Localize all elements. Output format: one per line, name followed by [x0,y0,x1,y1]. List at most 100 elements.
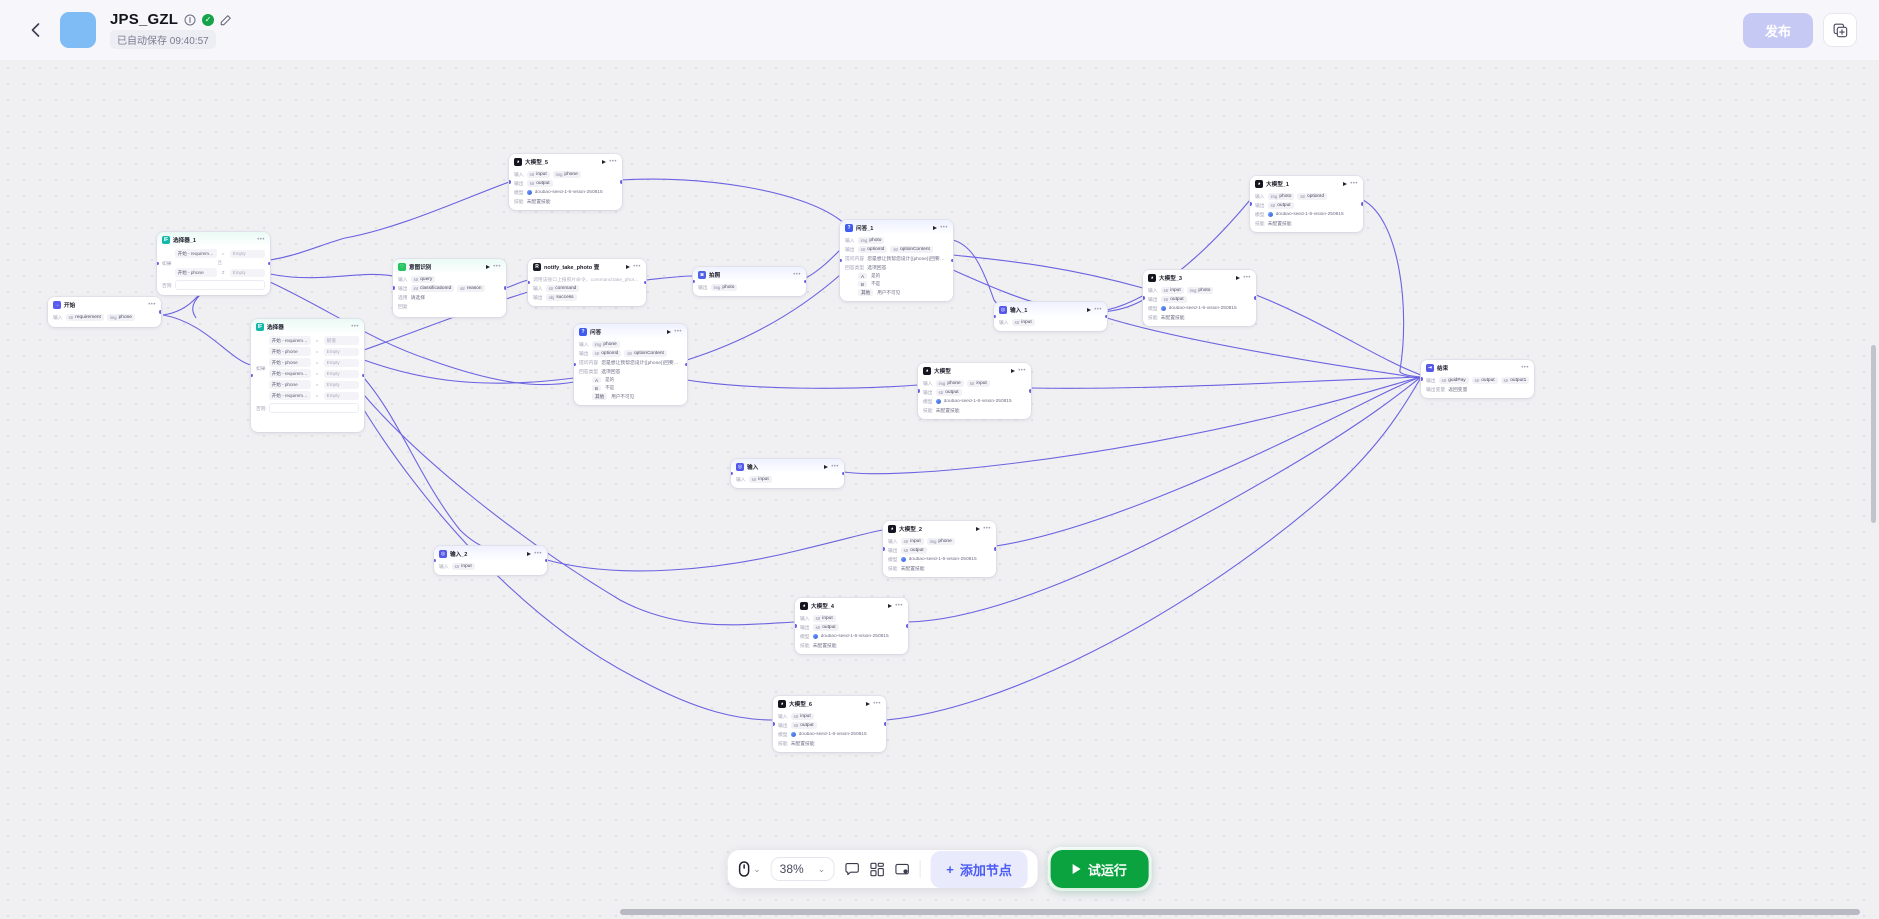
condition-row[interactable]: 开始 - phone=Empty [268,358,359,367]
input-port[interactable] [1143,296,1145,300]
condition-value[interactable]: Empty [229,268,265,277]
node-menu-icon[interactable]: ••• [351,324,359,330]
condition-value[interactable]: Empty [323,347,359,356]
condition-value[interactable]: Empty [323,358,359,367]
input-port[interactable] [693,279,695,284]
zoom-select[interactable]: 38% ⌄ [770,857,835,881]
condition-value[interactable]: 赋值 [323,336,359,345]
node-menu-icon[interactable]: ••• [831,464,839,470]
node-menu-icon[interactable]: ••• [1018,368,1026,374]
input-port[interactable] [1250,202,1252,206]
condition-field[interactable]: 开始 - requirem… [174,249,217,258]
comment-button[interactable] [844,862,859,877]
input-port[interactable] [434,558,436,563]
condition-field[interactable]: 开始 - phone [268,380,311,389]
condition-field[interactable]: 开始 - requirem… [268,391,311,400]
node-run-icon[interactable] [626,265,631,269]
input-port[interactable] [795,624,797,628]
input-port[interactable] [251,373,253,378]
output-port[interactable] [685,362,687,367]
condition-row[interactable]: 开始 - phone=Empty [268,380,359,389]
node-menu-icon[interactable]: ••• [793,272,801,278]
output-port[interactable] [1029,389,1031,393]
condition-value[interactable]: Empty [323,369,359,378]
node-menu-icon[interactable]: ••• [609,159,617,165]
condition-operator[interactable]: = [315,360,319,365]
add-node-button[interactable]: + 添加节点 [930,850,1028,888]
condition-operator[interactable]: = [315,338,319,343]
output-port[interactable] [620,180,622,184]
condition-row[interactable]: 开始 - requirem…=赋值 [268,336,359,345]
output-port[interactable] [545,558,547,563]
output-port[interactable] [884,722,886,726]
node-run-icon[interactable] [933,226,938,230]
node-run-icon[interactable] [1011,369,1016,373]
condition-row[interactable]: 开始 - phone=Empty [268,347,359,356]
condition-value[interactable]: Empty [229,249,265,258]
input-port[interactable] [574,362,576,367]
node-menu-icon[interactable]: ••• [148,302,156,308]
vertical-scrollbar[interactable] [1871,345,1876,523]
node-run-icon[interactable] [667,330,672,334]
node-menu-icon[interactable]: ••• [940,225,948,231]
input-port[interactable] [509,180,511,184]
else-slot[interactable] [174,280,265,290]
horizontal-scrollbar[interactable] [620,909,1860,915]
info-icon[interactable] [184,14,196,26]
test-run-button[interactable]: 试运行 [1050,850,1149,888]
output-port[interactable] [159,310,161,314]
condition-field[interactable]: 开始 - requirem… [268,369,311,378]
node-run-icon[interactable] [866,702,871,706]
node-menu-icon[interactable]: ••• [873,701,881,707]
condition-field[interactable]: 开始 - phone [174,268,217,277]
else-slot[interactable] [268,403,359,413]
condition-row[interactable]: 开始 - requirem…=Empty [174,249,265,258]
node-menu-icon[interactable]: ••• [257,237,265,243]
node-menu-icon[interactable]: ••• [1243,275,1251,281]
node-menu-icon[interactable]: ••• [983,526,991,532]
layout-button[interactable] [869,862,884,877]
condition-row[interactable]: 开始 - requirem…=Empty [268,369,359,378]
input-port[interactable] [883,547,885,551]
output-port[interactable] [504,286,506,290]
condition-operator[interactable]: = [315,393,319,398]
node-menu-icon[interactable]: ••• [1350,181,1358,187]
node-run-icon[interactable] [1087,308,1092,312]
input-port[interactable] [393,286,395,290]
duplicate-button[interactable] [1823,13,1857,47]
publish-button[interactable]: 发布 [1742,12,1813,48]
node-run-icon[interactable] [1236,276,1241,280]
edit-pencil-icon[interactable] [220,14,232,26]
node-menu-icon[interactable]: ••• [674,329,682,335]
condition-operator[interactable]: = [315,349,319,354]
node-run-icon[interactable] [486,265,491,269]
node-menu-icon[interactable]: ••• [1094,307,1102,313]
input-port[interactable] [528,280,530,285]
condition-operator[interactable]: = [315,382,319,387]
output-port[interactable] [994,547,996,551]
note-button[interactable] [894,862,909,877]
input-port[interactable] [840,258,842,263]
input-port[interactable] [1421,377,1423,381]
node-run-icon[interactable] [824,465,829,469]
output-port[interactable] [951,258,953,263]
output-port[interactable] [1105,314,1107,319]
output-port[interactable] [906,624,908,628]
